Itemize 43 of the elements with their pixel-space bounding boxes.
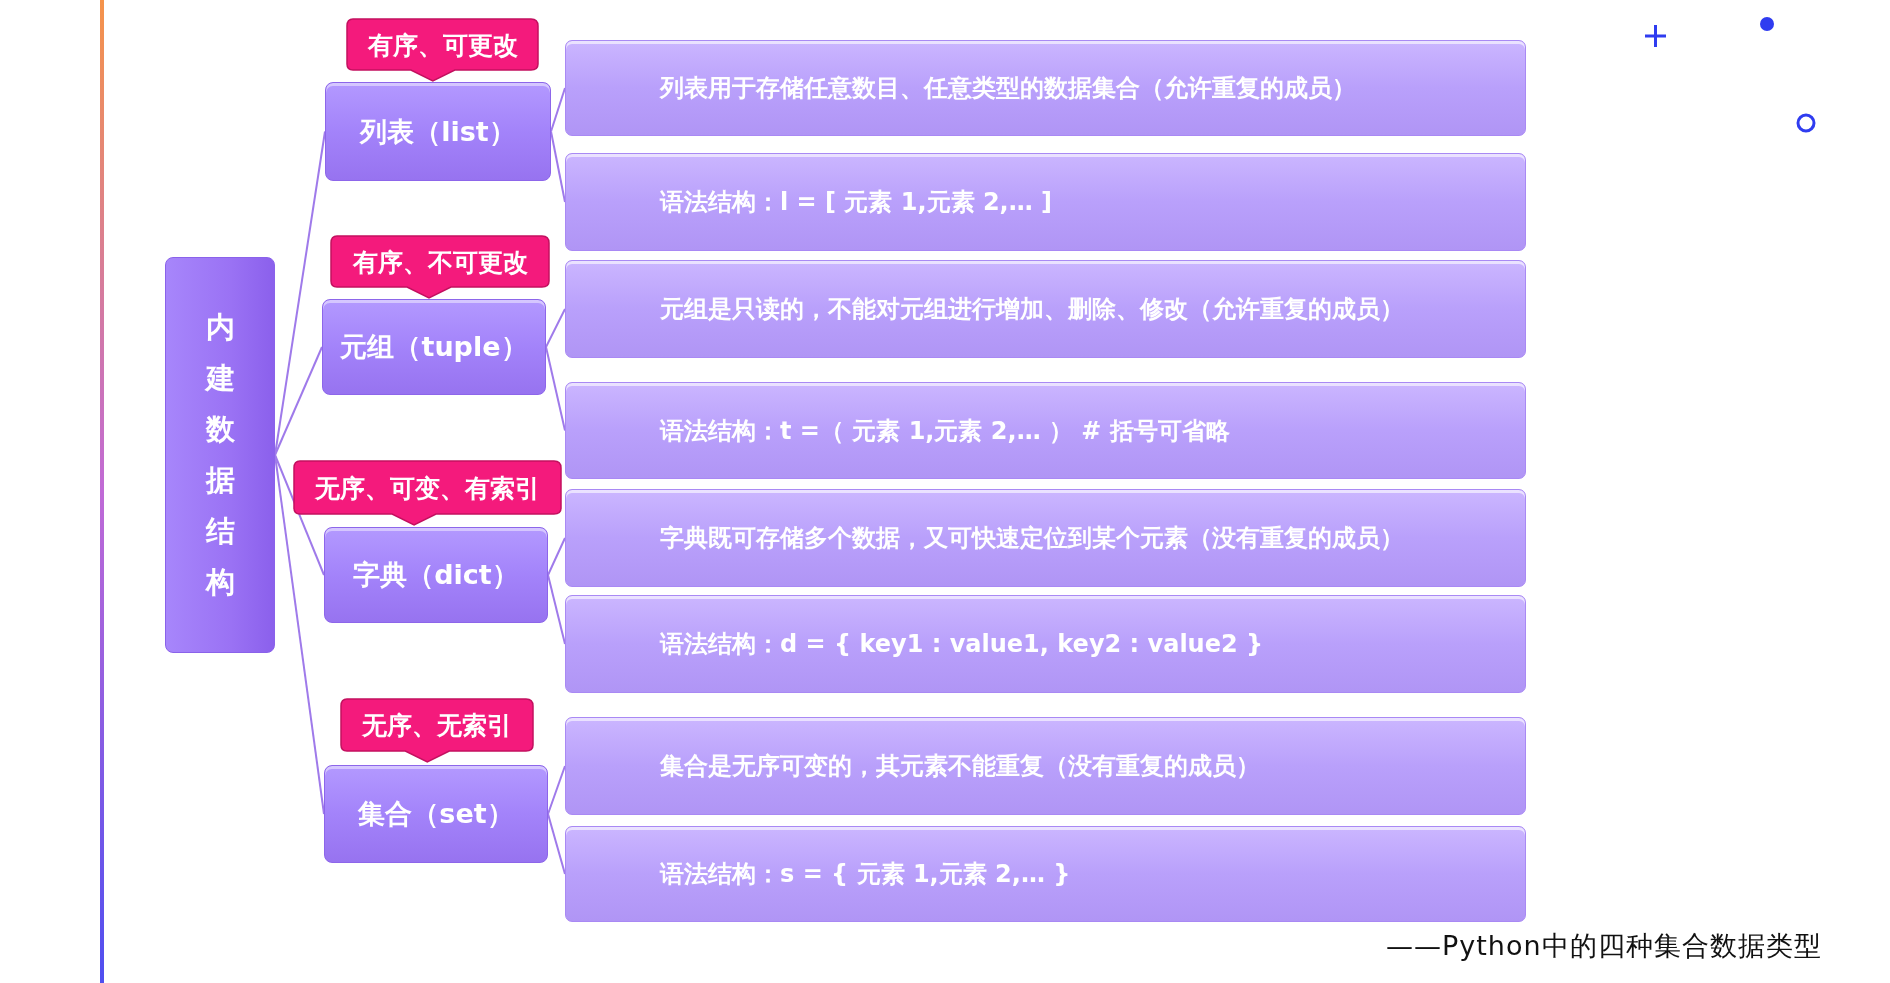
caption: ——Python中的四种集合数据类型 [1386, 929, 1822, 963]
callout-bubble [293, 460, 562, 526]
category-box [325, 82, 551, 181]
connector-line [547, 537, 566, 576]
category-title: 列表（list） [360, 114, 516, 149]
connector-line [274, 454, 325, 576]
callout-text: 无序、无索引 [362, 710, 512, 742]
description-text: 列表用于存储任意数目、任意类型的数据集合（允许重复的成员） [660, 73, 1356, 104]
description-text: 语法结构：t =（ 元素 1,元素 2,… ） # 括号可省略 [660, 415, 1230, 447]
connector-line [545, 346, 566, 432]
description-box [565, 595, 1526, 693]
description-box [565, 260, 1526, 358]
category-title: 元组（tuple） [340, 330, 528, 364]
description-box [565, 717, 1526, 815]
connector-line [545, 308, 566, 348]
connector-line [550, 87, 566, 133]
description-box [565, 153, 1526, 251]
callout-bubble [330, 235, 550, 299]
callout-text: 有序、不可更改 [352, 246, 528, 279]
description-box [565, 40, 1526, 136]
connector-line [274, 346, 323, 456]
description-text: 语法结构：s = { 元素 1,元素 2,… } [660, 859, 1071, 890]
callout-text: 无序、可变、有索引 [315, 472, 540, 505]
category-box [324, 527, 548, 623]
description-text: 语法结构：d = { key1 : value1, key2 : value2 } [660, 629, 1264, 660]
root-box [165, 257, 275, 653]
description-text: 语法结构：l = [ 元素 1,元素 2,… ] [660, 187, 1053, 218]
connector-line [274, 454, 325, 815]
description-box [565, 489, 1526, 587]
connector-line [547, 765, 566, 815]
callout-bubble [346, 18, 539, 82]
description-box [565, 382, 1526, 479]
category-box [324, 765, 548, 863]
category-title: 字典（dict） [353, 558, 519, 592]
callout-text: 有序、可更改 [367, 29, 518, 62]
category-title: 集合（set） [358, 797, 514, 831]
description-box [565, 826, 1526, 922]
callout-bubble [340, 698, 534, 763]
description-text: 元组是只读的，不能对元组进行增加、删除、修改（允许重复的成员） [660, 294, 1404, 325]
root-title: 内建数据结构 [203, 309, 236, 601]
description-text: 集合是无序可变的，其元素不能重复（没有重复的成员） [660, 751, 1260, 782]
category-box [322, 299, 546, 395]
description-text: 字典既可存储多个数据，又可快速定位到某个元素（没有重复的成员） [660, 523, 1404, 554]
